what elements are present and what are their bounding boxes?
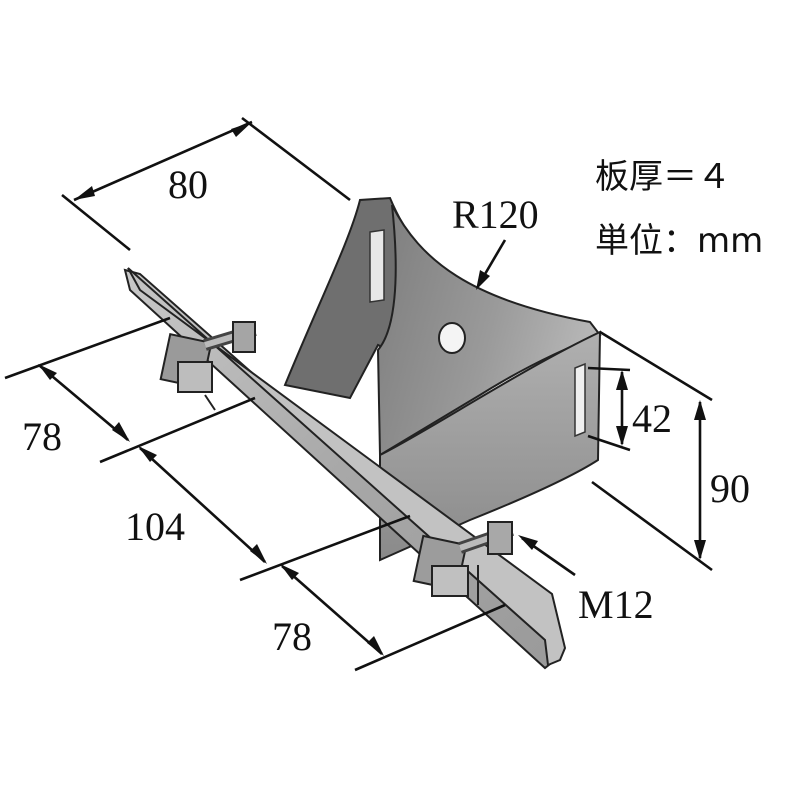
dim-right-spacing-label: 78: [272, 614, 312, 659]
dim-total-height-label: 90: [710, 466, 750, 511]
dim-bolt-label: M12: [578, 582, 654, 627]
front-plate: [379, 330, 602, 562]
round-hole: [438, 322, 466, 354]
dim-inner-height-label: 42: [632, 396, 672, 441]
dim-width-label: 80: [168, 162, 208, 207]
front-slot: [574, 362, 586, 438]
spec-thickness: 板厚＝４: [595, 157, 731, 197]
dim-middle-spacing-label: 104: [125, 504, 185, 549]
left-bolt: [159, 321, 257, 411]
back-slot: [369, 229, 385, 303]
spec-unit: 単位：mm: [595, 221, 763, 261]
bracket-body: [123, 196, 602, 670]
dim-left-spacing-label: 78: [22, 414, 62, 459]
curved-plate: [376, 204, 602, 457]
right-bolt: [412, 521, 514, 605]
dim-radius-label: R120: [452, 192, 539, 237]
dimension-lines: [4, 116, 713, 672]
